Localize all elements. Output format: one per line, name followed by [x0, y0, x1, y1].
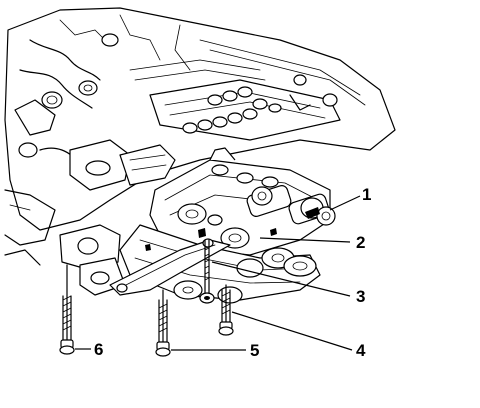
- callout-1: 1: [362, 185, 371, 204]
- transmission-case: [4, 7, 396, 266]
- callout-4: 4: [356, 341, 366, 360]
- bolt-4: [218, 284, 234, 336]
- bolt-3: [199, 239, 215, 304]
- solenoid-group: [246, 185, 336, 226]
- callout-5: 5: [250, 341, 259, 360]
- callout-6: 6: [94, 340, 103, 359]
- callout-3: 3: [356, 287, 365, 306]
- callout-labels: 1 2 3 4 5 6: [94, 185, 371, 360]
- callout-leaders: [75, 195, 361, 351]
- bolt-6: [59, 264, 75, 355]
- callout-2: 2: [356, 233, 365, 252]
- bolt-5: [155, 289, 171, 357]
- valve-body-assembly: [59, 147, 336, 304]
